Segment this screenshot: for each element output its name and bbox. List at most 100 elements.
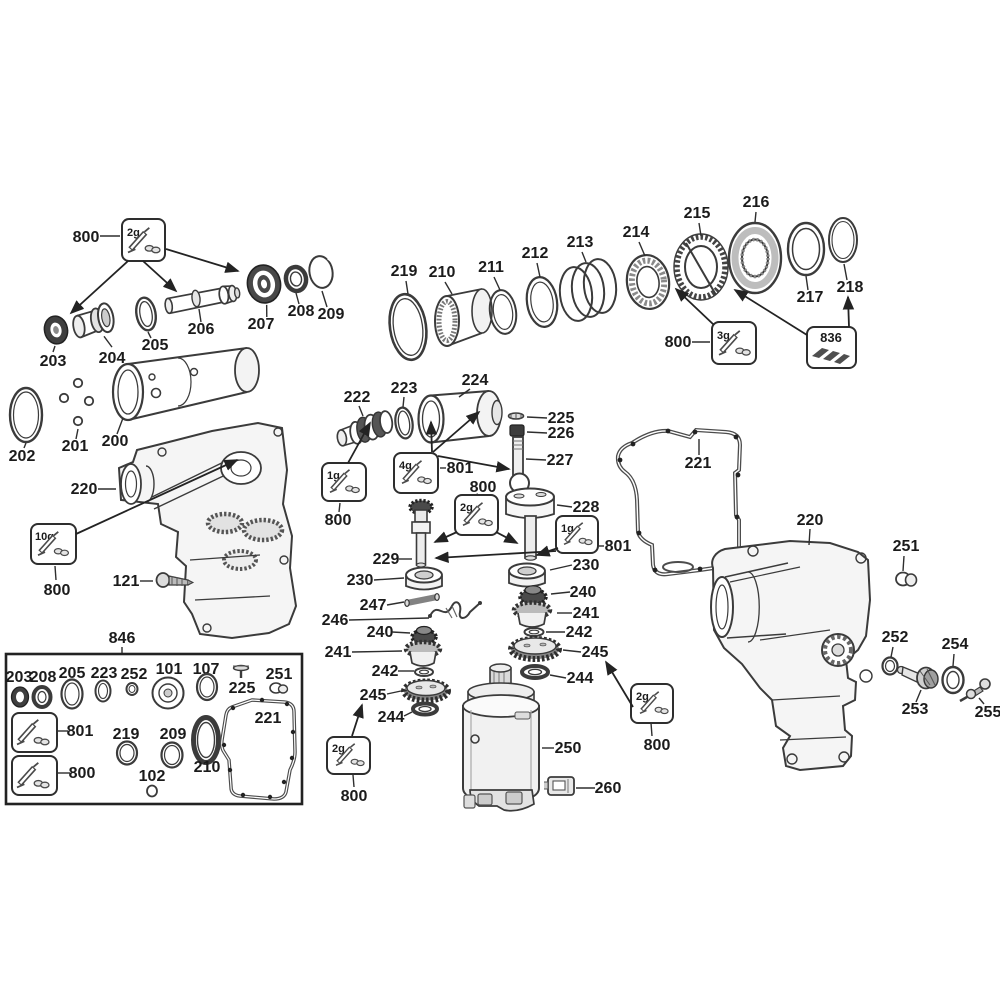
kit-part-225-screw [232, 664, 250, 678]
part-253-shaft [896, 665, 939, 690]
part-203-label: 203 [40, 353, 67, 370]
part-212-ring [525, 262, 559, 328]
leader-254 [952, 653, 955, 667]
kit-part-209-ring [160, 741, 184, 769]
kit-2g-right-size-label: 2g [636, 691, 649, 703]
kit-part-221-gasket [220, 697, 297, 801]
leader-kit800-2g-bl [352, 774, 355, 788]
part-225-retainer [507, 412, 525, 420]
part-230-right-label: 230 [573, 557, 600, 574]
kit-part-205-ring [60, 678, 84, 710]
part-226-block [509, 424, 525, 437]
part-251-plug [895, 571, 918, 587]
kit-part-107-label: 107 [193, 661, 220, 678]
kit-part-219-ring [115, 740, 139, 766]
part-205-oring [135, 296, 157, 339]
part-121-screw [155, 572, 195, 588]
part-223-label: 223 [391, 380, 418, 397]
part-244-right [520, 664, 550, 680]
leader-223 [402, 396, 405, 408]
part-230-bearing-right [508, 562, 546, 588]
leader-225 [526, 416, 548, 419]
leader-246 [348, 617, 430, 621]
cluster-bearing-chain: 219 210 211 212 213 [388, 194, 863, 369]
part-244-right-label: 244 [567, 670, 594, 687]
kit-2g-mid-size-label: 2g [460, 502, 473, 514]
part-230-bearing-left [405, 566, 443, 591]
part-220-left-housing [117, 421, 298, 640]
part-220-right-label: 220 [797, 512, 824, 529]
part-244-left-label: 244 [378, 709, 405, 726]
kit-part-225-label: 225 [229, 680, 256, 697]
leader-247 [386, 601, 405, 606]
part-260-label: 260 [595, 780, 622, 797]
part-252-right-label: 252 [882, 629, 909, 646]
leader-224 [458, 388, 471, 398]
grease-kit-1g-right-box: 1g [555, 515, 599, 554]
cluster-gear-train: 247 246 240 241 242 [322, 584, 674, 812]
cluster-846-kit: 846 203 208 205 223 252 101 [4, 630, 304, 806]
part-836-label: 836 [820, 330, 842, 345]
part-214-label: 214 [623, 224, 650, 241]
part-208-ring [283, 264, 309, 305]
arrow-836-to-215 [733, 289, 808, 336]
grease-kit-10g-box: 10g [30, 523, 77, 565]
part-230-left-label: 230 [347, 572, 374, 589]
grease-kit-2g-bottomleft-box: 2g [326, 736, 371, 775]
part-244-left [411, 701, 439, 717]
part-214-bearing-cage [625, 241, 671, 310]
kit-part-210-ring [191, 715, 221, 765]
part-212-label: 212 [522, 245, 549, 262]
part-247-label: 247 [360, 597, 387, 614]
part-207-label: 207 [248, 316, 275, 333]
part-222-striker [336, 410, 394, 447]
kit-1g-right-size-label: 1g [561, 523, 574, 535]
leader-244-right [549, 674, 567, 679]
kit-801-label-1g-right: 801 [605, 538, 632, 555]
kit-part-101-label: 101 [156, 661, 183, 678]
kit-800-label-846: 800 [69, 765, 96, 782]
leader-230-left [373, 577, 405, 581]
part-201-balls [58, 377, 95, 440]
part-206-pin [164, 284, 241, 315]
kit-801-box [11, 712, 58, 753]
part-217-ring [786, 221, 826, 291]
kit-800-label-10g: 800 [44, 582, 71, 599]
grease-kit-1g-left-box: 1g [321, 462, 367, 502]
part-203-seal [43, 315, 69, 353]
part-211-ring [488, 276, 518, 335]
part-251-right-label: 251 [893, 538, 920, 555]
leader-kit800-2g-right [650, 722, 653, 737]
part-224-cylinder [417, 390, 503, 444]
part-242-right [523, 627, 545, 637]
kit-800-label-3g: 800 [665, 334, 692, 351]
leader-241-left [351, 650, 403, 653]
kit-801-label-846: 801 [67, 723, 94, 740]
leader-kit800-1g-left [338, 502, 341, 513]
part-221-gasket [615, 427, 743, 577]
part-222-label: 222 [344, 389, 371, 406]
part-216-label: 216 [743, 194, 770, 211]
leader-222 [358, 405, 364, 417]
part-240-right [518, 585, 548, 607]
kit-part-102-label: 102 [139, 768, 166, 785]
part-208-label: 208 [288, 303, 315, 320]
arrow-4g-to-224-a [425, 420, 438, 453]
grease-kit-4g-box: 4g [393, 452, 439, 494]
leader-245-left [386, 690, 402, 695]
part-218-ring [828, 217, 858, 281]
part-250-label: 250 [555, 740, 582, 757]
part-241-left-label: 241 [325, 644, 352, 661]
arrow-2gbl-to-245 [351, 703, 364, 737]
arrow-2gmid-to-229 [433, 531, 458, 543]
leader-252-right [890, 646, 894, 658]
part-223-oring [394, 406, 414, 440]
part-240-left [410, 625, 438, 646]
part-213-spring [558, 251, 618, 322]
part-252-oring-right [881, 656, 899, 676]
part-220-left-label: 220 [71, 481, 98, 498]
kit-836-box: 836 [806, 326, 857, 369]
part-209-label: 209 [318, 306, 345, 323]
arrow-3g-to-215 [674, 287, 715, 326]
